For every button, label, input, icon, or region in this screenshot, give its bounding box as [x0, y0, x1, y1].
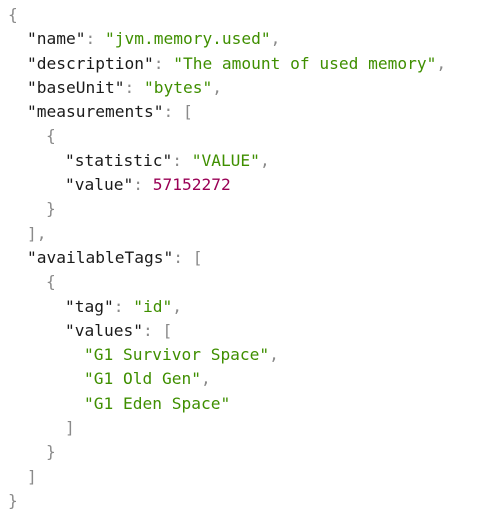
- json-line-tag: "tag": "id",: [8, 295, 446, 319]
- measurements-close-bracket: ],: [27, 223, 47, 243]
- json-line-tag-open: {: [8, 270, 446, 294]
- json-line-value: "value": 57152272: [8, 173, 446, 197]
- key-name: "name": [27, 29, 86, 49]
- colon: :: [113, 296, 134, 316]
- availabletags-open-bracket[interactable]: [: [192, 247, 203, 267]
- comma: ,: [269, 345, 279, 365]
- colon: :: [124, 77, 144, 97]
- json-line-values-item: "G1 Survivor Space",: [8, 343, 446, 367]
- json-viewer: { "name": "jvm.memory.used", "descriptio…: [8, 3, 446, 513]
- json-line-statistic: "statistic": "VALUE",: [8, 149, 446, 173]
- key-description: "description": [27, 53, 154, 73]
- json-root-open: {: [8, 3, 446, 27]
- json-line-description: "description": "The amount of used memor…: [8, 52, 446, 76]
- key-tag: "tag": [65, 296, 114, 316]
- value-statistic: "VALUE": [191, 150, 260, 170]
- comma: ,: [200, 369, 211, 389]
- json-line-measurements-close: ],: [8, 222, 446, 246]
- value-name: "jvm.memory.used": [104, 29, 271, 49]
- tag-close-brace: }: [46, 442, 56, 462]
- colon: :: [172, 150, 192, 170]
- key-availabletags: "availableTags": [27, 247, 174, 267]
- comma: ,: [259, 150, 270, 170]
- value-value: 57152272: [152, 175, 231, 195]
- json-line-availabletags: "availableTags": [: [8, 246, 446, 270]
- measurement-close-brace: }: [46, 199, 56, 219]
- json-line-measurement-close: }: [8, 197, 446, 221]
- colon: :: [142, 320, 163, 340]
- json-line-measurements: "measurements": [: [8, 100, 446, 124]
- value-description: "The amount of used memory": [173, 53, 437, 73]
- measurements-open-bracket[interactable]: [: [182, 102, 193, 122]
- comma: ,: [212, 77, 222, 97]
- key-values: "values": [65, 320, 143, 340]
- values-item: "G1 Survivor Space": [84, 345, 270, 365]
- colon: :: [153, 53, 174, 73]
- comma: ,: [172, 296, 182, 316]
- colon: :: [173, 247, 193, 267]
- values-open-bracket[interactable]: [: [162, 320, 173, 340]
- values-item: "G1 Eden Space": [84, 393, 231, 413]
- values-close-bracket: ]: [65, 418, 75, 438]
- json-line-baseunit: "baseUnit": "bytes",: [8, 76, 446, 100]
- json-line-values-item: "G1 Old Gen",: [8, 367, 446, 391]
- key-baseunit: "baseUnit": [27, 77, 125, 97]
- key-statistic: "statistic": [65, 150, 173, 170]
- json-line-measurement-open: {: [8, 124, 446, 148]
- value-tag: "id": [133, 296, 173, 316]
- json-root-close: }: [8, 489, 446, 513]
- comma: ,: [270, 29, 281, 49]
- json-line-name: "name": "jvm.memory.used",: [8, 27, 446, 51]
- json-line-values: "values": [: [8, 319, 446, 343]
- json-line-availabletags-close: ]: [8, 465, 446, 489]
- json-line-values-item: "G1 Eden Space": [8, 392, 446, 416]
- availabletags-close-bracket: ]: [27, 466, 37, 486]
- values-item: "G1 Old Gen": [84, 369, 201, 389]
- key-measurements: "measurements": [27, 102, 164, 122]
- colon: :: [163, 102, 183, 122]
- json-line-tag-close: }: [8, 440, 446, 464]
- json-line-values-close: ]: [8, 416, 446, 440]
- comma: ,: [436, 53, 447, 73]
- colon: :: [133, 175, 153, 195]
- value-baseunit: "bytes": [143, 77, 213, 97]
- measurement-open-brace[interactable]: {: [46, 126, 56, 146]
- tag-open-brace[interactable]: {: [46, 272, 56, 292]
- colon: :: [85, 29, 105, 49]
- root-close-brace: }: [8, 490, 18, 510]
- root-open-brace[interactable]: {: [8, 5, 18, 24]
- key-value: "value": [65, 175, 134, 195]
